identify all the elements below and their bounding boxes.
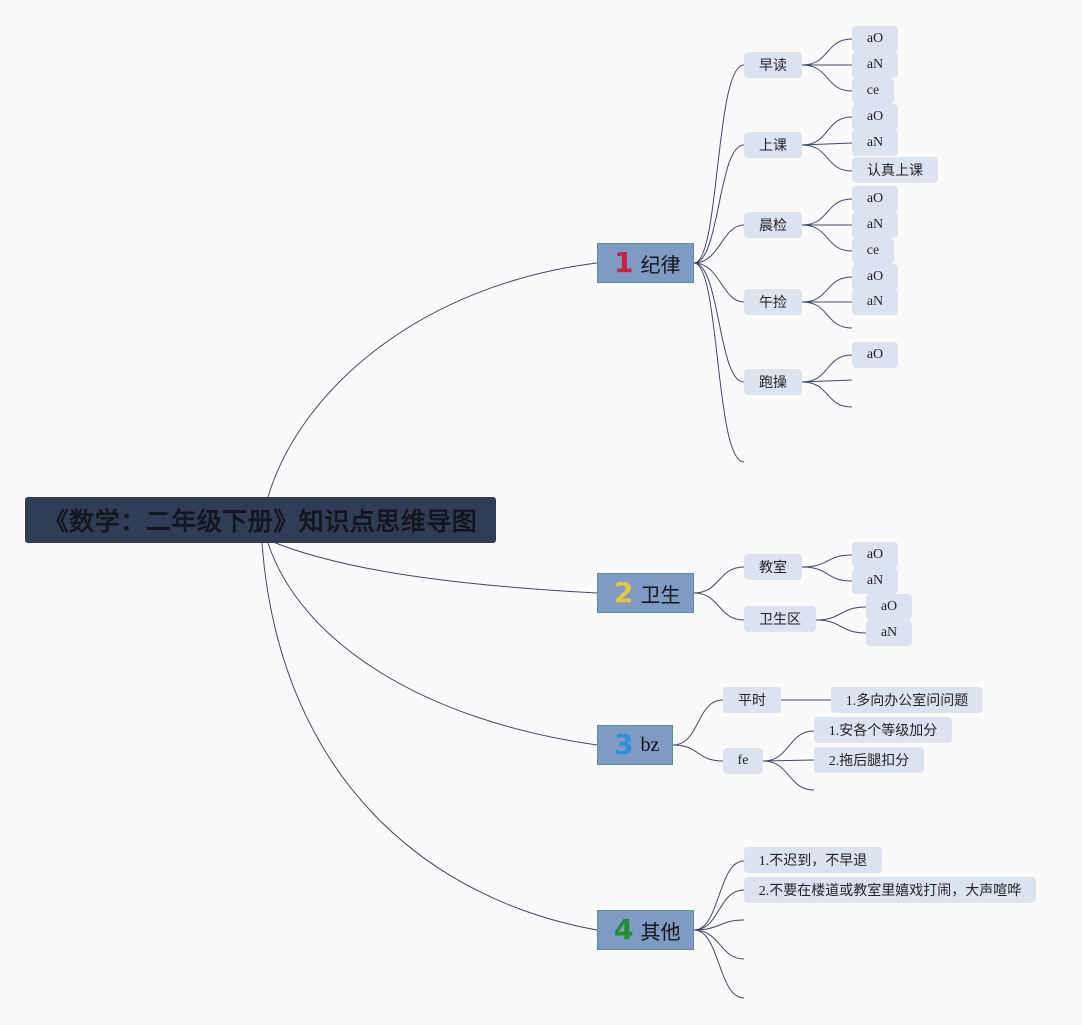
leaf-node[interactable]: 1.多向办公室问问题 <box>831 687 983 713</box>
branch-label: 纪律 <box>640 252 681 277</box>
subtopic-node[interactable]: 教室 <box>744 554 802 580</box>
branch-bz[interactable]: 3 bz <box>597 725 673 765</box>
leaf-node[interactable]: aN <box>866 620 912 646</box>
branch-number: 3 <box>614 728 634 761</box>
leaf-node[interactable]: aO <box>852 186 898 212</box>
branch-label: 其他 <box>640 919 681 944</box>
subtopic-node[interactable]: 2.不要在楼道或教室里嬉戏打闹，大声喧哗 <box>744 877 1036 903</box>
branch-hygiene[interactable]: 2 卫生 <box>597 573 694 613</box>
branch-discipline[interactable]: 1 纪律 <box>597 243 694 283</box>
subtopic-node[interactable]: fe <box>723 748 763 774</box>
branch-number: 1 <box>614 246 634 279</box>
leaf-node[interactable]: aN <box>852 130 898 156</box>
subtopic-node[interactable]: 1.不迟到，不早退 <box>744 847 882 873</box>
subtopic-node[interactable]: 晨检 <box>744 212 802 238</box>
branch-number: 2 <box>614 576 634 609</box>
subtopic-node[interactable]: 早读 <box>744 52 802 78</box>
leaf-node[interactable]: aO <box>852 264 898 290</box>
leaf-node[interactable]: ce <box>852 238 894 264</box>
subtopic-node[interactable]: 平时 <box>723 687 781 713</box>
subtopic-node[interactable]: 跑操 <box>744 369 802 395</box>
leaf-node[interactable]: aO <box>852 104 898 130</box>
leaf-node[interactable]: aO <box>852 26 898 52</box>
leaf-node[interactable]: aN <box>852 289 898 315</box>
leaf-node[interactable]: aN <box>852 212 898 238</box>
leaf-node[interactable]: aO <box>866 594 912 620</box>
leaf-node[interactable]: 1.安各个等级加分 <box>814 717 952 743</box>
leaf-node[interactable]: 认真上课 <box>852 157 938 183</box>
leaf-node[interactable]: aO <box>852 342 898 368</box>
leaf-node[interactable]: aN <box>852 568 898 594</box>
leaf-node[interactable]: aN <box>852 52 898 78</box>
branch-label: bz <box>640 733 660 756</box>
subtopic-node[interactable]: 卫生区 <box>744 606 816 632</box>
root-topic-label: 《数学：二年级下册》知识点思维导图 <box>43 507 478 536</box>
branch-other[interactable]: 4 其他 <box>597 910 694 950</box>
leaf-node[interactable]: aO <box>852 542 898 568</box>
root-topic[interactable]: 《数学：二年级下册》知识点思维导图 <box>25 497 496 543</box>
leaf-node[interactable]: ce <box>852 78 894 104</box>
leaf-node[interactable]: 2.拖后腿扣分 <box>814 747 924 773</box>
subtopic-node[interactable]: 上课 <box>744 132 802 158</box>
branch-label: 卫生 <box>640 582 681 607</box>
branch-number: 4 <box>614 913 634 946</box>
subtopic-node[interactable]: 午捡 <box>744 289 802 315</box>
